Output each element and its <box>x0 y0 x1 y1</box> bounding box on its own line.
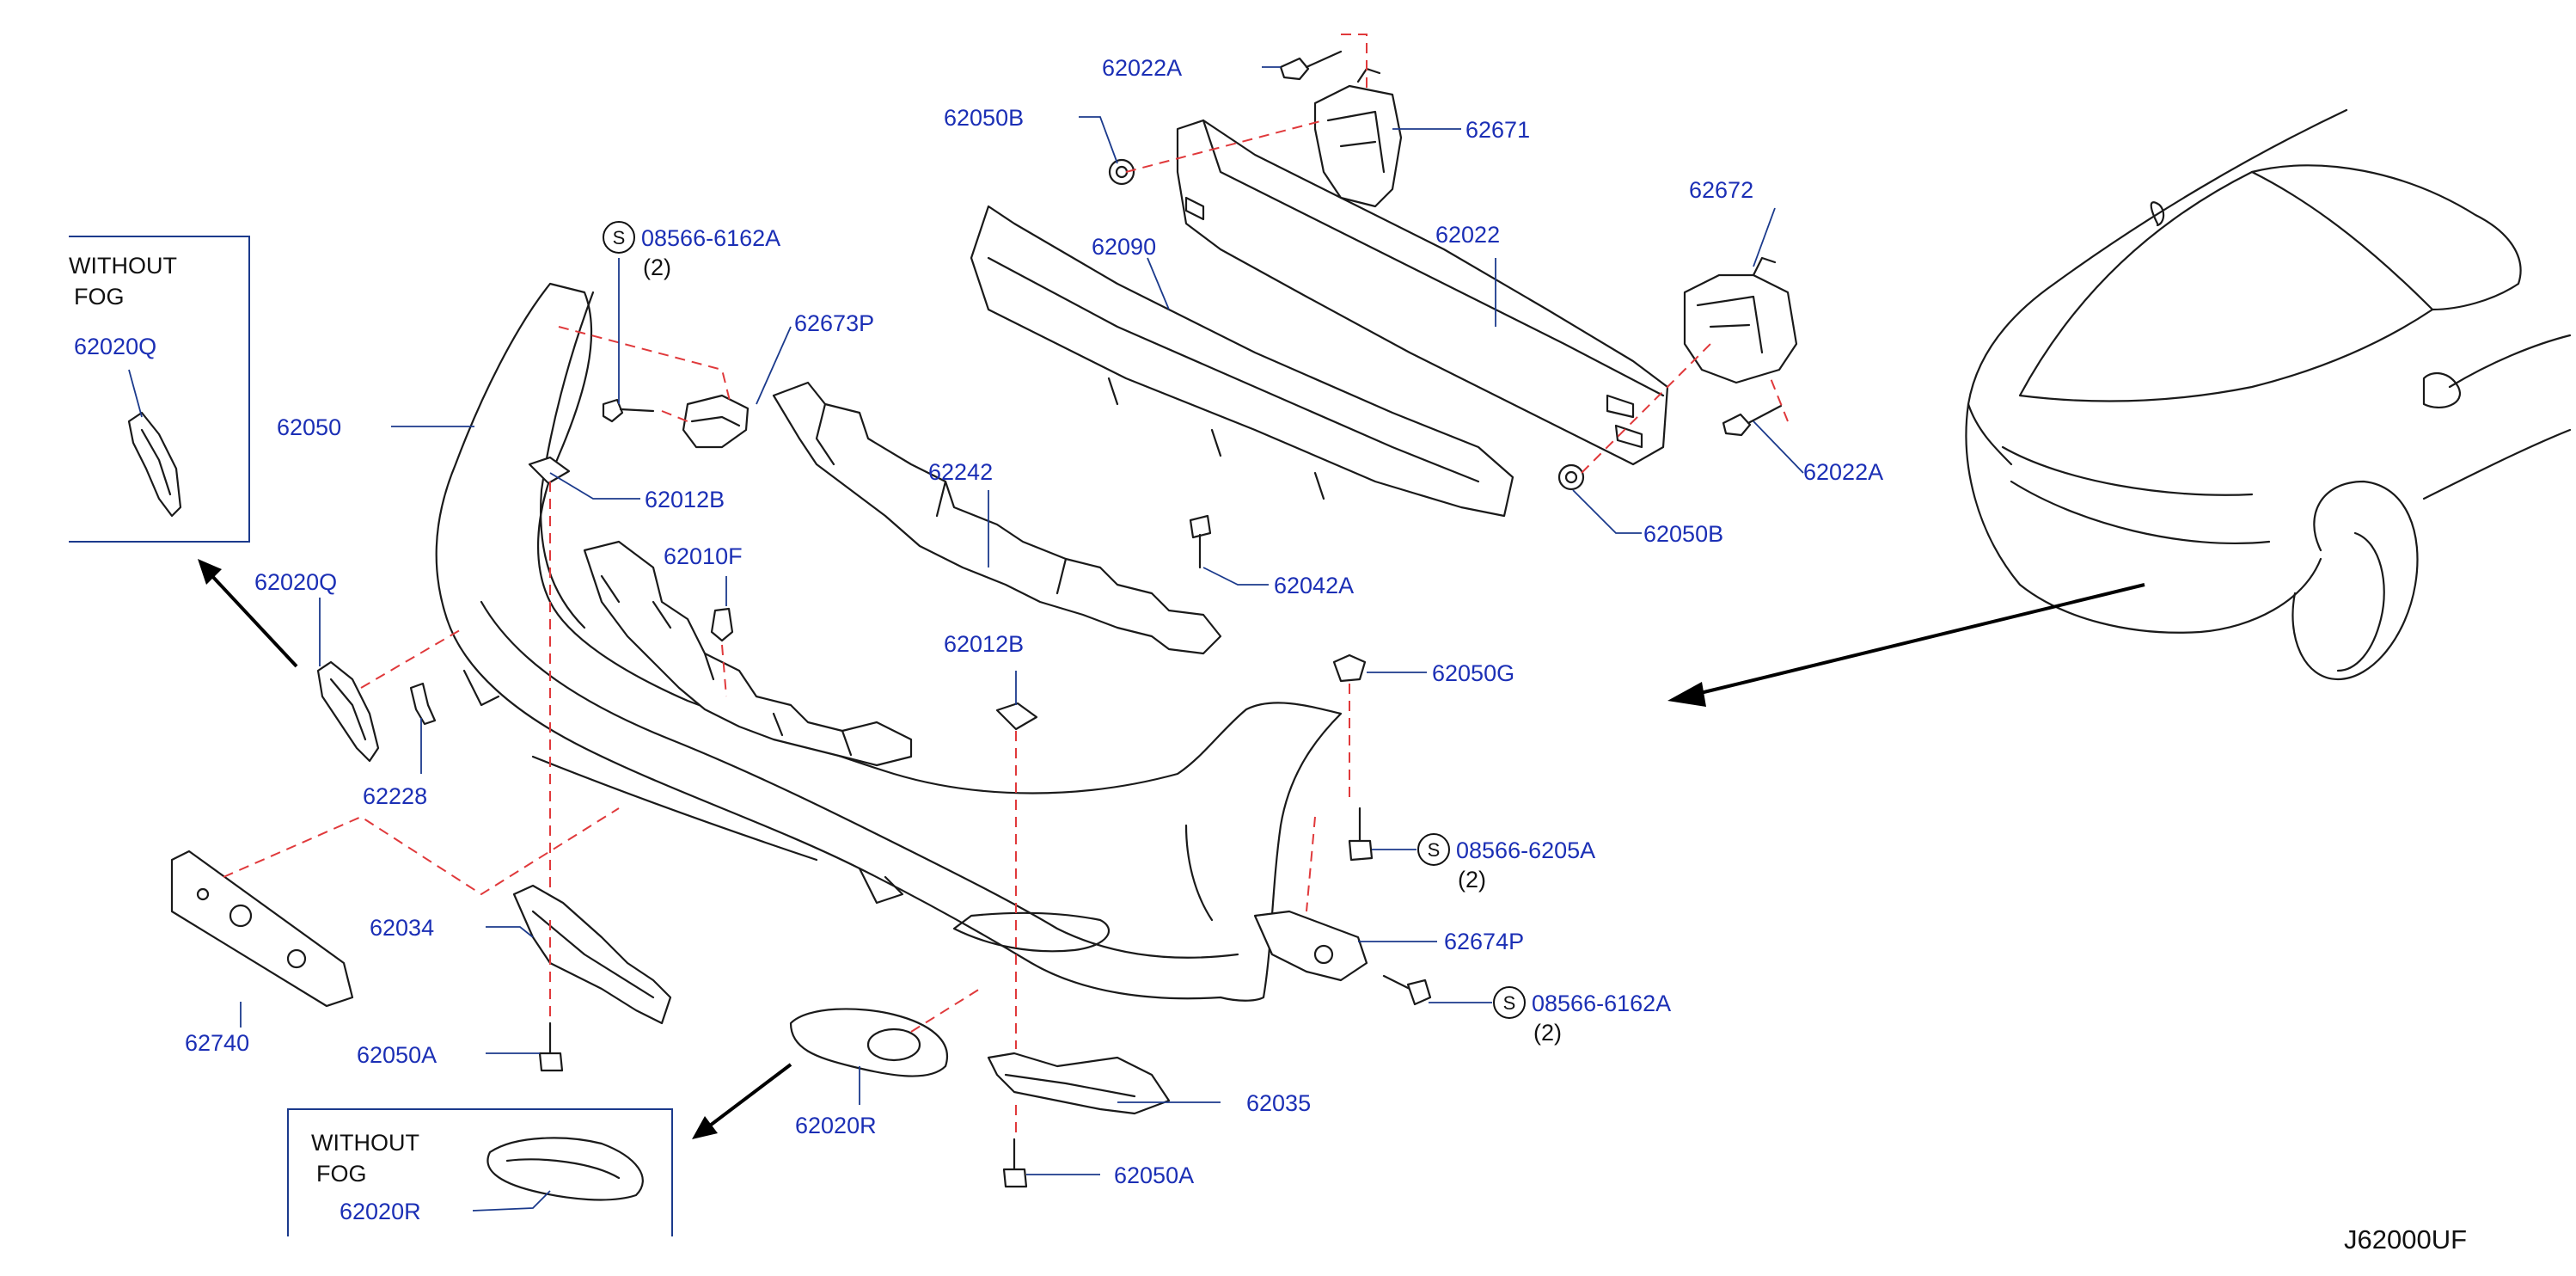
svg-text:S: S <box>613 227 626 248</box>
callout-62050B-top: 62050B <box>944 105 1024 131</box>
callout-62672: 62672 <box>1689 177 1753 203</box>
callout-62674P: 62674P <box>1444 929 1524 954</box>
bumper-fascia-62050 <box>435 282 1343 1002</box>
callout-62020R: 62020R <box>795 1113 877 1138</box>
callout-62050B-right: 62050B <box>1643 521 1723 547</box>
callout-08566-6162A-top: 08566-6162A <box>641 225 780 251</box>
upper-retainer <box>583 540 913 767</box>
beam-62022 <box>1176 119 1669 466</box>
inset-top-part: 62020Q <box>74 334 156 359</box>
callout-62242: 62242 <box>928 459 993 485</box>
inset-top-line2: FOG <box>74 284 125 310</box>
svg-text:S: S <box>1503 992 1516 1014</box>
absorber-62090 <box>970 205 1514 518</box>
vehicle-outline <box>1965 108 2572 681</box>
hardware <box>409 50 1783 1188</box>
svg-text:S: S <box>1428 839 1441 861</box>
callout-62012B-left: 62012B <box>645 487 725 512</box>
callout-08566-6162A-bottom: 08566-6162A <box>1532 991 1671 1016</box>
plate-bracket-62740 <box>170 850 354 1008</box>
inset-arrows <box>198 559 792 1139</box>
screw-symbols: S S S <box>603 221 1526 1019</box>
callout-62673P: 62673P <box>794 310 874 336</box>
callout-62022A-right: 62022A <box>1803 459 1883 485</box>
callout-62010F: 62010F <box>664 543 743 569</box>
bracket-62672 <box>1683 256 1798 384</box>
callout-08566-6162A-bottom-qty: (2) <box>1533 1020 1562 1046</box>
diagram-code: J62000UF <box>2344 1224 2467 1255</box>
callout-08566-6205A-qty: (2) <box>1458 867 1486 893</box>
callout-62012B-center: 62012B <box>944 631 1024 657</box>
reinforcement-62242 <box>772 381 1222 655</box>
callout-62022: 62022 <box>1435 222 1500 248</box>
callout-62671: 62671 <box>1465 117 1530 143</box>
callout-62035: 62035 <box>1246 1090 1311 1116</box>
callout-62042A: 62042A <box>1274 573 1354 598</box>
bracket-62671 <box>1313 67 1403 208</box>
callout-08566-6205A: 08566-6205A <box>1456 837 1595 863</box>
inset-bottom-line1: WITHOUT <box>311 1130 419 1156</box>
callout-labels: 62022A 62050B 62671 62090 62022 62672 62… <box>69 55 2467 1255</box>
inset-without-fog-top <box>69 236 250 543</box>
callout-62034: 62034 <box>370 915 434 941</box>
inset-bottom-line2: FOG <box>316 1161 367 1187</box>
screw-symbol-top-left: S <box>603 221 635 254</box>
view-direction-arrow <box>1667 583 2145 707</box>
callout-62050G: 62050G <box>1432 660 1514 686</box>
inset-without-fog-bottom <box>287 1108 673 1236</box>
screw-symbol-bottom-right: S <box>1493 986 1526 1019</box>
leader-lines <box>128 66 1804 1212</box>
bracket-62034 <box>512 884 672 1025</box>
callout-62050A-bottom: 62050A <box>1114 1163 1194 1188</box>
callout-62090: 62090 <box>1092 234 1156 260</box>
fog-cover-62020R <box>789 1008 948 1077</box>
callout-08566-6162A-top-qty: (2) <box>643 255 671 280</box>
callout-62228: 62228 <box>363 783 427 809</box>
callout-62740: 62740 <box>185 1030 249 1056</box>
screw-symbol-mid-right: S <box>1417 833 1450 866</box>
callout-62020Q: 62020Q <box>254 569 337 595</box>
assembly-lines <box>223 34 1789 1135</box>
inset-bottom-part: 62020R <box>340 1199 421 1224</box>
callout-62022A-top: 62022A <box>1102 55 1182 81</box>
callout-62050: 62050 <box>277 414 341 440</box>
callout-62050A-left: 62050A <box>357 1042 437 1068</box>
inset-top-line1: WITHOUT <box>69 253 177 279</box>
fog-cover-62020Q <box>316 660 380 763</box>
bracket-62035 <box>987 1052 1171 1115</box>
